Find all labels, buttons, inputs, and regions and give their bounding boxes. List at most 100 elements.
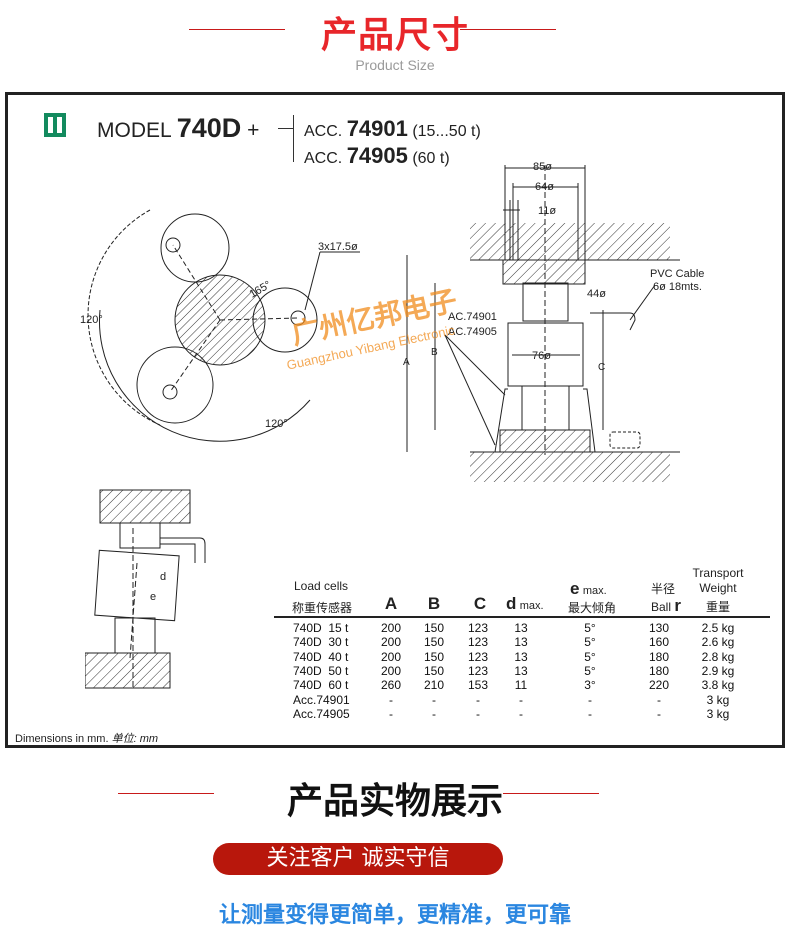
top-view-drawing: 3x17.5ø 165° 120° 120°: [80, 209, 360, 442]
dim-B-label: B: [431, 347, 438, 358]
dim-11-label: 11ø: [538, 205, 556, 217]
table-cell-e: 5°: [584, 663, 596, 678]
holes-label: 3x17.5ø: [318, 241, 358, 253]
table-cell-C: 123: [467, 635, 489, 650]
table-cell-B: 150: [423, 621, 445, 635]
th-e: e max.: [570, 579, 607, 598]
dim-44-label: 44ø: [587, 288, 606, 300]
table-cell-A: 200: [380, 649, 402, 664]
table-cell-r: 220: [648, 678, 670, 693]
section2-line-right: [503, 793, 599, 794]
dim-85-label: 85ø: [533, 161, 552, 173]
angle-165-label: 165°: [248, 279, 274, 301]
section-title-product-display: 产品实物展示: [286, 781, 503, 822]
tilt-view-drawing: d e: [85, 489, 206, 689]
angle-120-label-left: 120°: [80, 314, 103, 326]
dim-64-label: 64ø: [535, 181, 554, 193]
th-d: d max.: [506, 594, 544, 613]
table-cell-e: 5°: [584, 635, 596, 650]
dim-A-label: A: [403, 357, 410, 368]
table-cell-d: 13: [514, 663, 528, 678]
table-cell-C: 123: [467, 649, 489, 664]
table-cell-e: -: [588, 706, 592, 721]
table-cell-B: -: [432, 692, 436, 707]
th-e-cn: 最大倾角: [568, 601, 617, 615]
table-cell-C: -: [476, 706, 480, 721]
table-cell-A: 200: [380, 621, 402, 635]
side-view-drawing: 85ø 64ø 11ø 44ø 76ø PVC Cable 6ø 18mts. …: [403, 161, 704, 482]
table-cell-d: -: [519, 692, 523, 707]
table-cell-e: 5°: [584, 649, 596, 664]
bracket-line: [293, 115, 294, 162]
table-cell-A: 260: [380, 678, 402, 693]
th-load-cells: Load cells: [294, 579, 349, 593]
table-cell-C: 123: [467, 621, 489, 635]
dim-e-label: e: [150, 591, 156, 603]
table-cell-weight: 2.5 kg: [701, 621, 735, 635]
brand-logo-icon: [44, 113, 66, 137]
dim-C-label: C: [598, 362, 605, 373]
motto-banner: 关注客户 诚实守信: [213, 843, 503, 875]
cable-label-1: PVC Cable: [650, 268, 704, 280]
table-cell-d: 13: [514, 649, 528, 664]
acc-label-74905: AC.74905: [448, 326, 497, 338]
table-cell-e: 5°: [584, 621, 596, 635]
table-cell-weight: 3 kg: [706, 692, 730, 707]
footnote: Dimensions in mm. 单位: mm: [15, 733, 159, 745]
table-cell-d: 11: [514, 678, 528, 693]
table-cell-r: -: [657, 706, 661, 721]
bracket-line: [278, 128, 293, 129]
table-cell-B: -: [432, 706, 436, 721]
table-cell-model: Acc.74901: [293, 692, 350, 707]
th-r-cn: 半径: [651, 582, 676, 596]
table-cell-weight: 2.9 kg: [701, 663, 735, 678]
table-cell-r: 180: [648, 649, 670, 664]
table-cell-weight: 2.6 kg: [701, 635, 735, 650]
table-cell-model: 740D 60 t: [293, 678, 349, 693]
table-cell-B: 150: [423, 635, 445, 650]
th-load-cells-cn: 称重传感器: [292, 601, 353, 615]
table-cell-d: 13: [514, 621, 528, 635]
table-cell-C: 123: [467, 663, 489, 678]
table-cell-e: 3°: [584, 678, 596, 693]
th-B: B: [427, 594, 441, 613]
th-A: A: [384, 594, 398, 613]
th-C: C: [473, 594, 487, 613]
table-cell-r: 160: [648, 635, 670, 650]
section-title-product-size: 产品尺寸: [320, 15, 469, 56]
table-cell-model: 740D 30 t: [293, 635, 349, 650]
table-cell-A: 200: [380, 635, 402, 650]
table-cell-A: 200: [380, 663, 402, 678]
table-cell-model: 740D 50 t: [293, 663, 349, 678]
table-cell-d: -: [519, 706, 523, 721]
section-subtitle: Product Size: [355, 57, 435, 73]
table-cell-C: -: [476, 692, 480, 707]
dim-d-label: d: [160, 571, 166, 583]
th-r: Ball r: [651, 596, 681, 615]
th-weight-cn: 重量: [705, 600, 730, 614]
slogan: 让测量变得更简单，更精准，更可靠: [218, 903, 571, 928]
table-cell-r: 180: [648, 663, 670, 678]
cable-label-2: 6ø 18mts.: [653, 281, 702, 293]
header-line-right: [460, 29, 556, 30]
table-cell-weight: 3 kg: [706, 706, 730, 721]
table-cell-C: 153: [467, 678, 489, 693]
header-line-left: [189, 29, 285, 30]
table-cell-model: 740D 40 t: [293, 649, 349, 664]
th-weight-2: Weight: [699, 581, 737, 595]
table-header-rule: [274, 616, 770, 618]
table-cell-r: -: [657, 692, 661, 707]
table-cell-model: 740D 15 t: [293, 621, 349, 635]
angle-120-label-bottom: 120°: [265, 418, 288, 430]
table-cell-A: -: [389, 706, 393, 721]
accessory-1: ACC. 74901 (15...50 t): [304, 116, 481, 141]
spec-sheet-frame: [5, 92, 785, 748]
acc-label-74901: AC.74901: [448, 311, 497, 323]
table-cell-A: -: [389, 692, 393, 707]
table-cell-B: 210: [423, 678, 445, 693]
table-cell-weight: 3.8 kg: [701, 678, 735, 693]
table-cell-r: 130: [648, 621, 670, 635]
table-cell-B: 150: [423, 649, 445, 664]
section2-line-left: [118, 793, 214, 794]
table-cell-model: Acc.74905: [293, 706, 350, 721]
